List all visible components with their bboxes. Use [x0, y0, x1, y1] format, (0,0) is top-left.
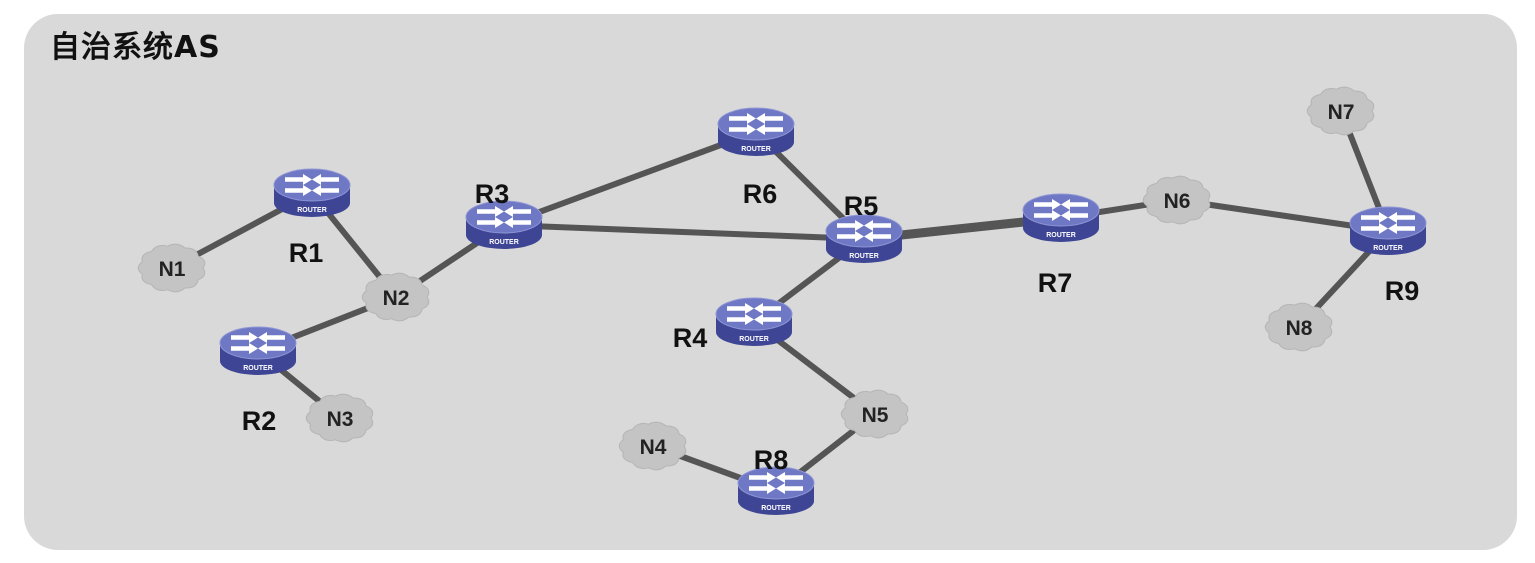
router-r5: ROUTER [825, 214, 903, 263]
cloud-icon [1264, 302, 1333, 352]
router-sublabel: ROUTER [849, 253, 879, 260]
router-top [219, 326, 297, 360]
network-cloud-n1: N1 [137, 243, 206, 293]
router-r9: ROUTER [1349, 206, 1427, 255]
router-top [825, 214, 903, 248]
cloud-icon [305, 393, 374, 443]
router-top [717, 107, 795, 141]
router-label-r3: R3 [475, 179, 510, 209]
router-top [1022, 193, 1100, 227]
network-cloud-n2: N2 [361, 272, 430, 322]
cloud-icon [1142, 175, 1211, 225]
router-top [737, 466, 815, 500]
router-top [1349, 206, 1427, 240]
cloud-icon [137, 243, 206, 293]
router-label-r2: R2 [242, 406, 277, 436]
router-r6: ROUTER [717, 107, 795, 156]
router-arrows-icon [1034, 199, 1088, 221]
router-label-r9: R9 [1385, 276, 1420, 306]
router-top [465, 200, 543, 234]
network-cloud-n3: N3 [305, 393, 374, 443]
cloud-icon [840, 389, 909, 439]
router-label-r5: R5 [844, 191, 879, 221]
autonomous-system-panel [24, 14, 1517, 550]
network-label: N3 [327, 408, 354, 431]
router-sublabel: ROUTER [741, 146, 771, 153]
router-sublabel: ROUTER [1046, 232, 1076, 239]
network-label: N7 [1328, 101, 1355, 124]
cloud-icon [1306, 86, 1375, 136]
router-label-r8: R8 [754, 445, 789, 475]
network-label: N4 [640, 436, 667, 459]
cloud-icon [361, 272, 430, 322]
router-arrows-icon [727, 303, 781, 325]
nodes-layer: N1N2N3N4N5N6N7N8ROUTERROUTERROUTERROUTER… [137, 86, 1427, 515]
router-r8: ROUTER [737, 466, 815, 515]
network-label: N5 [862, 404, 889, 427]
router-sublabel: ROUTER [243, 365, 273, 372]
router-sublabel: ROUTER [489, 239, 519, 246]
diagram-title: 自治系统AS [50, 30, 221, 65]
network-label: N8 [1286, 317, 1313, 340]
router-arrows-icon [477, 206, 531, 228]
router-arrows-icon [729, 113, 783, 135]
router-label-r4: R4 [673, 323, 708, 353]
router-r1: ROUTER [273, 168, 351, 217]
router-arrows-icon [285, 174, 339, 196]
router-top [715, 297, 793, 331]
network-label: N1 [159, 258, 186, 281]
router-sublabel: ROUTER [739, 336, 769, 343]
router-top [273, 168, 351, 202]
router-arrows-icon [1361, 212, 1415, 234]
router-sublabel: ROUTER [297, 207, 327, 214]
router-r2: ROUTER [219, 326, 297, 375]
router-label-r7: R7 [1038, 268, 1073, 298]
network-cloud-n5: N5 [840, 389, 909, 439]
link-r3-r6 [501, 129, 759, 228]
network-cloud-n7: N7 [1306, 86, 1375, 136]
network-cloud-n6: N6 [1142, 175, 1211, 225]
router-sublabel: ROUTER [761, 505, 791, 512]
link-r3-r5 [501, 222, 867, 242]
router-r4: ROUTER [715, 297, 793, 346]
router-label-r1: R1 [289, 238, 324, 268]
cloud-icon [618, 421, 687, 471]
router-arrows-icon [749, 472, 803, 494]
router-r7: ROUTER [1022, 193, 1100, 242]
router-r3: ROUTER [465, 200, 543, 249]
router-label-r6: R6 [743, 179, 778, 209]
network-label: N2 [383, 287, 410, 310]
network-label: N6 [1164, 190, 1191, 213]
router-arrows-icon [837, 220, 891, 242]
router-arrows-icon [231, 332, 285, 354]
router-sublabel: ROUTER [1373, 245, 1403, 252]
network-cloud-n4: N4 [618, 421, 687, 471]
network-cloud-n8: N8 [1264, 302, 1333, 352]
